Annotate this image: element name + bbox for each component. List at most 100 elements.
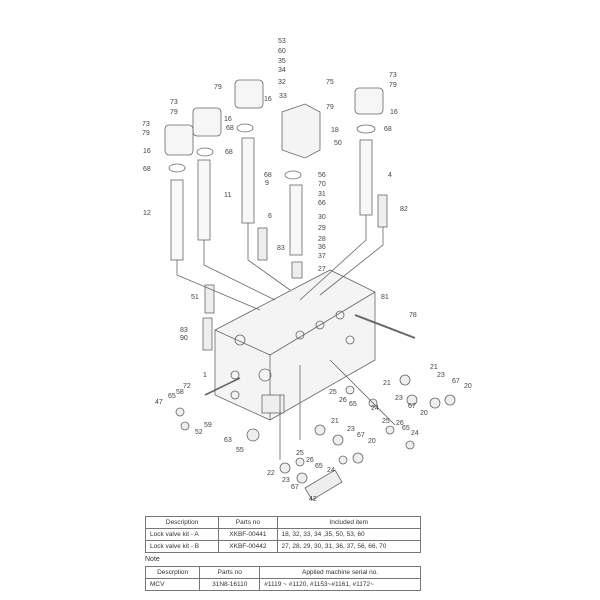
part-label: 83: [180, 327, 188, 334]
part-label: 79: [389, 82, 397, 89]
part-label: 26: [396, 420, 404, 427]
part-label: 23: [395, 395, 403, 402]
part-label: 27: [318, 266, 326, 273]
part-label: 6: [268, 213, 272, 220]
table-cell: Lock valve kit - A: [144, 528, 220, 541]
part-label: 11: [224, 192, 232, 199]
part-label: 73: [389, 72, 397, 79]
part-label: 70: [318, 181, 326, 188]
exploded-parts-diagram: 53 60 35 34 32 75 33 79 18 50 56 70 31 6…: [142, 38, 472, 503]
part-label: 21: [430, 364, 438, 371]
table-row: Lock valve kit - B XKBF-00442 27, 28, 29…: [144, 540, 422, 553]
part-label: 68: [225, 149, 233, 156]
part-label: 68: [384, 126, 392, 133]
table-row: MCV 31N8-16110 #1119 ~ #1120, #1153~#116…: [144, 578, 421, 591]
table-cell: XKBF-00441: [218, 528, 278, 541]
part-label: 67: [452, 378, 460, 385]
part-label: 37: [318, 253, 326, 260]
part-label: 29: [318, 225, 326, 232]
part-label: 82: [400, 206, 408, 213]
part-label: 16: [264, 96, 272, 103]
part-label: 68: [264, 172, 272, 179]
part-label: 30: [318, 214, 326, 221]
part-label: 21: [331, 418, 339, 425]
part-label: 36: [318, 244, 326, 251]
part-label: 66: [318, 200, 326, 207]
part-label: 50: [334, 140, 342, 147]
part-label: 53: [278, 38, 286, 45]
part-label: 16: [390, 109, 398, 116]
part-label: 60: [278, 48, 286, 55]
part-label: 56: [318, 172, 326, 179]
column-header: Descrption: [144, 566, 201, 579]
part-label: 83: [277, 245, 285, 252]
table-cell: MCV: [144, 578, 201, 591]
part-label: 65: [349, 401, 357, 408]
part-label: 68: [226, 125, 234, 132]
column-header: Applied machine serial no.: [259, 566, 421, 579]
part-label: 16: [143, 148, 151, 155]
part-label: 73: [170, 99, 178, 106]
note-label: Note: [145, 556, 160, 563]
part-label: 51: [191, 294, 199, 301]
table-cell: XKBF-00442: [218, 540, 278, 553]
part-label: 65: [402, 425, 410, 432]
part-label: 20: [464, 383, 472, 390]
diagram-drawing: [164, 79, 456, 501]
table-cell: 27, 28, 29, 30, 31, 36, 37, 56, 66, 70: [276, 540, 422, 553]
part-label: 33: [279, 93, 287, 100]
part-label: 25: [296, 450, 304, 457]
part-label: 9: [265, 180, 269, 187]
part-label: 16: [224, 116, 232, 123]
part-label: 18: [331, 127, 339, 134]
part-label: 4: [388, 172, 392, 179]
part-label: 47: [155, 399, 163, 406]
part-label: 67: [357, 432, 365, 439]
column-header: Parts no: [199, 566, 261, 579]
part-label: 63: [224, 437, 232, 444]
part-label: 21: [383, 380, 391, 387]
part-label: 12: [143, 210, 151, 217]
part-label: 20: [420, 410, 428, 417]
part-label: 79: [170, 109, 178, 116]
part-label: 59: [204, 422, 212, 429]
applied-serial-table: Descrption Parts no Applied machine seri…: [144, 566, 421, 591]
part-label: 58: [176, 389, 184, 396]
part-label: 67: [291, 484, 299, 491]
table-header-row: Descrption Parts no Applied machine seri…: [144, 566, 421, 579]
part-label: 20: [368, 438, 376, 445]
part-label: 24: [371, 405, 379, 412]
table-cell: #1119 ~ #1120, #1153~#1161, #1172~: [259, 578, 421, 591]
part-label: 55: [236, 447, 244, 454]
part-label: 72: [183, 383, 191, 390]
main-valve-block: [214, 269, 376, 421]
part-label: 24: [327, 467, 335, 474]
part-label: 23: [437, 372, 445, 379]
part-label: 79: [142, 130, 150, 137]
table-cell: Lock valve kit - B: [144, 540, 220, 553]
column-header: Included item: [276, 516, 422, 529]
part-label: 90: [180, 335, 188, 342]
part-label: 67: [408, 403, 416, 410]
table-row: Lock valve kit - A XKBF-00441 18, 32, 33…: [144, 528, 422, 541]
part-label: 26: [339, 397, 347, 404]
part-label: 52: [195, 429, 203, 436]
part-label: 65: [168, 393, 176, 400]
column-header: Description: [144, 516, 220, 529]
table-header-row: Description Parts no Included item: [144, 516, 422, 529]
part-label: 65: [315, 463, 323, 470]
part-label: 26: [306, 457, 314, 464]
column-header: Parts no: [218, 516, 278, 529]
table-cell: 31N8-16110: [199, 578, 261, 591]
part-label: 78: [409, 312, 417, 319]
part-label: 34: [278, 67, 286, 74]
part-label: 25: [329, 389, 337, 396]
part-label: 81: [381, 294, 389, 301]
part-label: 75: [326, 79, 334, 86]
part-label: 28: [318, 236, 326, 243]
part-label: 68: [143, 166, 151, 173]
part-label: 24: [411, 430, 419, 437]
part-label: 79: [214, 84, 222, 91]
part-label: 31: [318, 191, 326, 198]
table-cell: 18, 32, 33, 34 ,35, 50, 53, 60: [276, 528, 422, 541]
